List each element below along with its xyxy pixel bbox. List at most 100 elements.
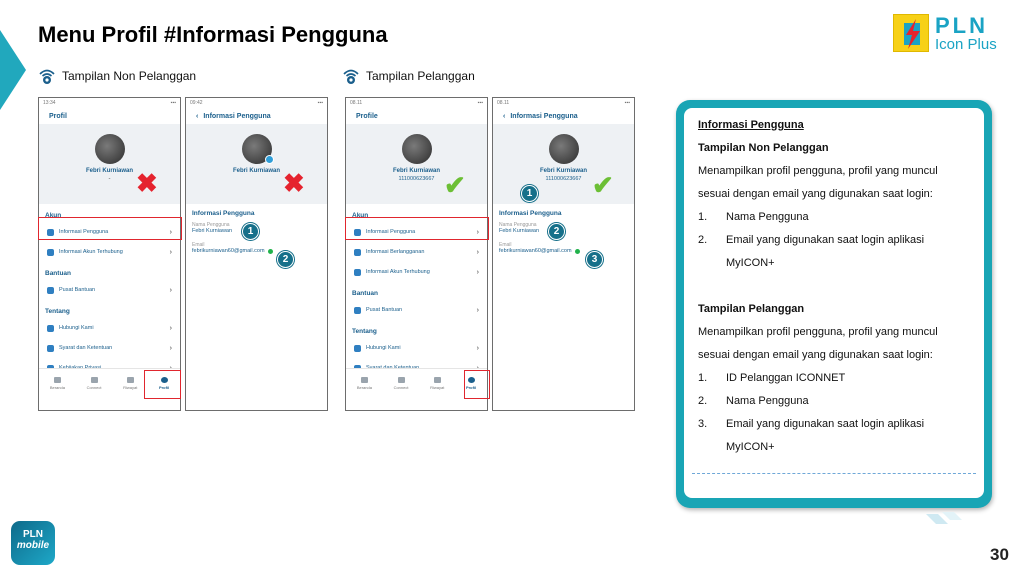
info-non-desc-line2: sesuai dengan email yang digunakan saat … bbox=[698, 188, 933, 200]
list-text: ID Pelanggan ICONNET bbox=[726, 372, 846, 384]
chevron-right-icon: › bbox=[169, 286, 172, 294]
status-time: 08.11 bbox=[350, 100, 363, 106]
nav-profil[interactable]: Profil bbox=[159, 377, 169, 390]
info-card-content: Informasi Pengguna Tampilan Non Pelangga… bbox=[684, 108, 984, 498]
chevron-right-icon: › bbox=[476, 344, 479, 352]
menu-label: Informasi Berlangganan bbox=[366, 249, 425, 255]
email-label: Email bbox=[192, 242, 205, 248]
info-pel-desc-line2: sesuai dengan email yang digunakan saat … bbox=[698, 349, 933, 361]
screen-title: Informasi Pengguna bbox=[510, 112, 578, 120]
nav-riwayat[interactable]: Riwayat bbox=[123, 377, 137, 390]
section-akun: Akun bbox=[45, 212, 62, 219]
menu-label: Pusat Bantuan bbox=[366, 307, 403, 313]
menu-pusat-bantuan[interactable]: Pusat Bantuan› bbox=[39, 280, 180, 300]
nav-connect[interactable]: Connect bbox=[87, 377, 101, 390]
profile-name: Febri Kurniawan bbox=[392, 168, 440, 174]
users-icon bbox=[47, 248, 54, 256]
menu-informasi-akun-terhubung[interactable]: Informasi Akun Terhubung› bbox=[346, 262, 487, 282]
menu-informasi-akun-terhubung[interactable]: Informasi Akun Terhubung› bbox=[39, 242, 180, 262]
cross-mark-icon: ✖ bbox=[136, 168, 158, 198]
chevron-decoration-icon bbox=[926, 512, 962, 524]
status-bar: 08.11▪▪▪ bbox=[493, 98, 634, 108]
avatar bbox=[95, 134, 125, 164]
info-section-title: Informasi Pengguna bbox=[192, 210, 255, 217]
history-icon bbox=[126, 377, 134, 383]
back-arrow-icon[interactable]: ‹ bbox=[503, 112, 506, 120]
nav-connect[interactable]: Connect bbox=[394, 377, 408, 390]
list-num: 1. bbox=[698, 372, 708, 384]
badge-number: 2 bbox=[277, 251, 294, 268]
customer-id: 111000623667 bbox=[398, 176, 435, 182]
avatar bbox=[402, 134, 432, 164]
status-time: 08.11 bbox=[497, 100, 510, 106]
info-non-list: 1.Nama Pengguna 2.Email yang digunakan s… bbox=[698, 206, 970, 275]
badge-number: 1 bbox=[242, 223, 259, 240]
info-pel-desc-line1: Menampilkan profil pengguna, profil yang… bbox=[698, 326, 938, 338]
menu-hubungi-kami[interactable]: Hubungi Kami› bbox=[346, 338, 487, 358]
list-item: 2. Email yang digunakan saat login aplika… bbox=[698, 229, 970, 252]
menu-informasi-pengguna[interactable]: Informasi Pengguna› bbox=[39, 222, 180, 242]
app-logo-line2: mobile bbox=[16, 540, 50, 551]
screen-title: Profil bbox=[49, 112, 67, 120]
menu-label: Hubungi Kami bbox=[59, 325, 94, 331]
camera-edit-icon[interactable] bbox=[265, 155, 274, 164]
menu-informasi-berlangganan[interactable]: Informasi Berlangganan› bbox=[346, 242, 487, 262]
list-text: Email yang digunakan saat login aplikasi bbox=[726, 234, 925, 246]
menu-label: Syarat dan Ketentuan bbox=[59, 345, 113, 351]
wifi-icon bbox=[343, 69, 359, 84]
profile-header: Febri Kurniawan 111000623667 bbox=[493, 124, 634, 204]
phone-info-non-pelanggan: 09:42▪▪▪ ‹Informasi Pengguna Febri Kurni… bbox=[185, 97, 328, 411]
pln-icon-plus-logo: PLN Icon Plus bbox=[893, 13, 1013, 54]
status-bar: 13:34▪▪▪ bbox=[39, 98, 180, 108]
subscription-icon bbox=[354, 248, 361, 256]
pln-emblem-icon bbox=[893, 14, 929, 52]
profile-header: Febri Kurniawan - bbox=[39, 124, 180, 204]
nav-label: Beranda bbox=[356, 385, 372, 390]
profile-icon bbox=[467, 377, 475, 383]
status-icons: ▪▪▪ bbox=[477, 100, 483, 106]
corner-decoration bbox=[0, 30, 26, 110]
section-bantuan: Bantuan bbox=[45, 270, 71, 277]
info-block: Informasi Pengguna Nama Pengguna Febri K… bbox=[493, 204, 634, 254]
chevron-right-icon: › bbox=[169, 344, 172, 352]
bottom-nav: Beranda Connect Riwayat Profil bbox=[346, 368, 487, 398]
chevron-right-icon: › bbox=[476, 306, 479, 314]
contact-icon bbox=[47, 324, 54, 332]
phone-profil-pelanggan: 08.11▪▪▪ Profile Febri Kurniawan 1110006… bbox=[345, 97, 488, 411]
menu-pusat-bantuan[interactable]: Pusat Bantuan › bbox=[346, 300, 487, 320]
bottom-nav: Beranda Connect Riwayat Profil bbox=[39, 368, 180, 398]
info-pel-list: 1.ID Pelanggan ICONNET 2.Nama Pengguna 3… bbox=[698, 367, 970, 459]
info-pel-title: Tampilan Pelanggan bbox=[698, 303, 805, 315]
nav-profil[interactable]: Profil bbox=[466, 377, 476, 390]
menu-informasi-pengguna[interactable]: Informasi Pengguna› bbox=[346, 222, 487, 242]
menu-syarat-ketentuan[interactable]: Syarat dan Ketentuan › bbox=[39, 338, 180, 358]
name-value: Febri Kurniawan bbox=[192, 228, 233, 234]
status-icons: ▪▪▪ bbox=[317, 100, 323, 106]
list-num: 1. bbox=[698, 211, 708, 223]
profile-id-empty: - bbox=[108, 176, 111, 182]
email-value: febrikurniawan60@gmail.com bbox=[499, 248, 572, 254]
nav-beranda[interactable]: Beranda bbox=[357, 377, 372, 390]
nav-riwayat[interactable]: Riwayat bbox=[430, 377, 444, 390]
connect-icon bbox=[90, 377, 98, 383]
verified-icon bbox=[574, 248, 580, 254]
back-arrow-icon[interactable]: ‹ bbox=[196, 112, 199, 120]
info-heading: Informasi Pengguna bbox=[698, 119, 804, 131]
nav-beranda[interactable]: Beranda bbox=[50, 377, 65, 390]
email-row: febrikurniawan60@gmail.com bbox=[192, 248, 321, 254]
menu-hubungi-kami[interactable]: Hubungi Kami› bbox=[39, 318, 180, 338]
highlight-nav-profil bbox=[144, 370, 181, 399]
check-mark-icon: ✔ bbox=[444, 170, 466, 200]
profile-name: Febri Kurniawan bbox=[232, 168, 280, 174]
phone-profil-non-pelanggan: 13:34▪▪▪ Profil Febri Kurniawan - Akun I… bbox=[38, 97, 181, 411]
info-card: Informasi Pengguna Tampilan Non Pelangga… bbox=[676, 100, 992, 508]
nav-label: Profil bbox=[465, 385, 477, 390]
info-section-title: Informasi Pengguna bbox=[499, 210, 562, 217]
section-tentang: Tentang bbox=[352, 328, 377, 335]
contact-icon bbox=[354, 344, 361, 352]
chevron-right-icon: › bbox=[169, 228, 172, 236]
name-label: Nama Pengguna bbox=[192, 222, 230, 228]
list-num: 2. bbox=[698, 234, 708, 246]
profile-header: Febri Kurniawan bbox=[186, 124, 327, 204]
profile-name: Febri Kurniawan bbox=[539, 168, 587, 174]
